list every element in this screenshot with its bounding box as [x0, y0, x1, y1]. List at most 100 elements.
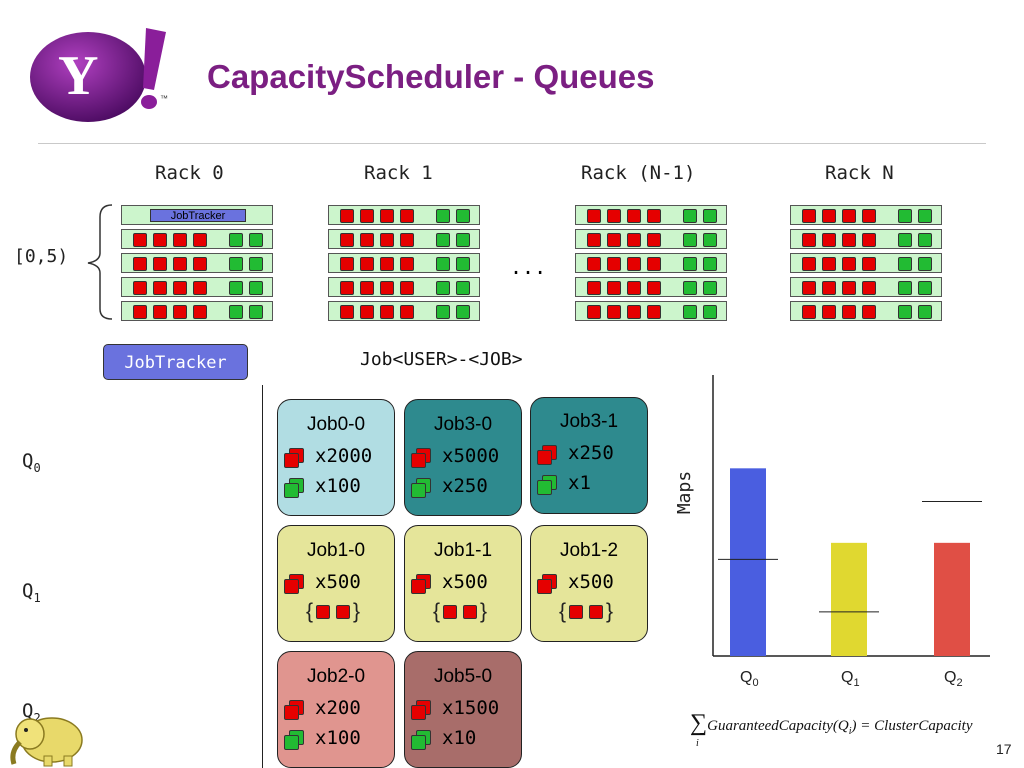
map-slot [340, 257, 354, 271]
map-slot [862, 281, 876, 295]
job-name: Job1-1 [433, 540, 493, 561]
reduce-slot [249, 305, 263, 319]
map-slot [587, 233, 601, 247]
map-slot [400, 281, 414, 295]
map-slot [627, 305, 641, 319]
map-slot [380, 305, 394, 319]
reduce-slot [898, 257, 912, 271]
reduce-slot [703, 233, 717, 247]
map-count: x2000 [315, 445, 373, 467]
map-count: x500 [568, 571, 614, 593]
rack-label-n: Rack N [825, 162, 894, 184]
job-card-1-0: Job1-0 x500 {} [277, 525, 395, 642]
sum-symbol: ∑ [690, 710, 708, 736]
rack-2-node-1 [575, 229, 727, 249]
map-slot [802, 305, 816, 319]
reduce-slot [918, 257, 932, 271]
reduce-slot [229, 305, 243, 319]
map-slot [862, 305, 876, 319]
tick-label-0: Q0 [740, 669, 759, 689]
map-slot [822, 233, 836, 247]
map-slot [587, 305, 601, 319]
map-slots-icon [537, 445, 557, 465]
reduce-slots-icon [284, 478, 304, 498]
reduce-slot [456, 305, 470, 319]
map-slot [647, 305, 661, 319]
map-slot [340, 233, 354, 247]
page-number: 17 [996, 741, 1012, 757]
job-card-1-1: Job1-1 x500 {} [404, 525, 522, 642]
map-slot [822, 305, 836, 319]
map-slot [133, 233, 147, 247]
node-range-label: [0,5) [14, 246, 69, 267]
reduce-slot [898, 305, 912, 319]
rack-0-node-0: JobTracker [121, 205, 273, 225]
formula-text: GuaranteedCapacity(Q [707, 718, 849, 734]
map-slot [173, 257, 187, 271]
map-slot [587, 257, 601, 271]
map-slot [400, 233, 414, 247]
reduce-slot [229, 233, 243, 247]
rack-0-node-1 [121, 229, 273, 249]
reduce-slot [683, 281, 697, 295]
map-slot [133, 305, 147, 319]
reduce-slots-icon [537, 475, 557, 495]
map-slot [607, 233, 621, 247]
job-name: Job3-0 [433, 414, 493, 435]
job-card-5-0: Job5-0 x1500 x10 [404, 651, 522, 768]
job-name: Job1-0 [306, 540, 366, 561]
job-card-3-1: Job3-1 x250 x1 [530, 397, 648, 514]
reduce-slot [918, 209, 932, 223]
job-name: Job0-0 [306, 414, 366, 435]
map-slot [193, 305, 207, 319]
map-slot [647, 233, 661, 247]
map-slot [153, 233, 167, 247]
map-slot [173, 233, 187, 247]
map-slot [842, 257, 856, 271]
map-slot [842, 305, 856, 319]
map-slot [173, 281, 187, 295]
map-slot [380, 233, 394, 247]
rack-0-node-2 [121, 253, 273, 273]
map-slot [822, 281, 836, 295]
reduce-slot [229, 257, 243, 271]
map-slot [380, 281, 394, 295]
reduce-slot [918, 233, 932, 247]
job-name: Job2-0 [306, 666, 366, 687]
reserved-slots: {} [433, 600, 488, 623]
job-name: Job1-2 [559, 540, 619, 561]
ellipsis: ... [510, 255, 547, 279]
job-card-1-2: Job1-2 x500 {} [530, 525, 648, 642]
reduce-slot [918, 305, 932, 319]
rack-3-node-2 [790, 253, 942, 273]
reduce-slot [683, 257, 697, 271]
job-card-0-0: Job0-0 x2000 x100 [277, 399, 395, 516]
map-slot [173, 305, 187, 319]
map-slot [133, 257, 147, 271]
reduce-slots-icon [411, 730, 431, 750]
reduce-slot [703, 281, 717, 295]
reduce-slot [703, 209, 717, 223]
map-slots-icon [411, 700, 431, 720]
rack-3-node-3 [790, 277, 942, 297]
logo-tm: ™ [160, 94, 168, 103]
map-slot [340, 305, 354, 319]
bar-q0 [730, 468, 766, 656]
rack-3-node-0 [790, 205, 942, 225]
chart-y-axis-label: Maps [674, 470, 696, 515]
map-slot [607, 209, 621, 223]
map-slot [360, 305, 374, 319]
map-slot [842, 281, 856, 295]
reduce-slot [249, 233, 263, 247]
rack-1-node-3 [328, 277, 480, 297]
job-name: Job5-0 [433, 666, 493, 687]
reduce-slot [456, 209, 470, 223]
reduce-slots-icon [284, 730, 304, 750]
reduce-slot [436, 233, 450, 247]
rack-1-node-2 [328, 253, 480, 273]
map-slot [822, 209, 836, 223]
rack-3-node-1 [790, 229, 942, 249]
map-slot [822, 257, 836, 271]
map-slot [193, 257, 207, 271]
reduce-slot [683, 305, 697, 319]
